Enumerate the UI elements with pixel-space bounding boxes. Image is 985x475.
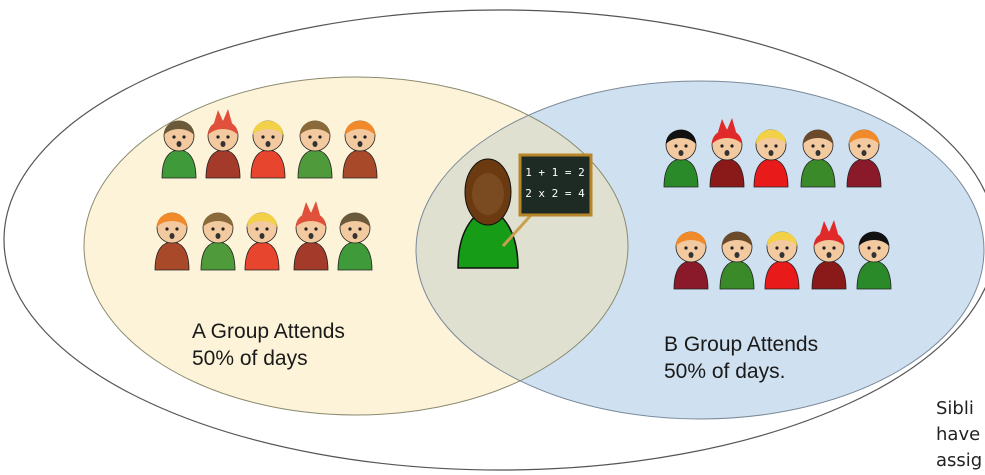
student-icon	[856, 231, 892, 290]
student-icon	[342, 120, 378, 179]
student-icon	[161, 120, 197, 179]
siblings-note: Sibli have assig	[936, 396, 982, 474]
teacher-icon	[457, 158, 534, 269]
student-icon	[673, 231, 709, 290]
student-icon	[293, 201, 329, 271]
student-icon	[250, 120, 286, 179]
group-b-label: B Group Attends 50% of days.	[664, 331, 818, 385]
chalkboard-line-1: 1 + 1 = 2	[525, 166, 585, 179]
student-icon	[205, 109, 241, 179]
group-a-label-line-2: 50% of days	[192, 347, 308, 370]
siblings-note-line-1: Sibli	[936, 398, 974, 419]
chalkboard-line-2: 2 x 2 = 4	[525, 187, 585, 200]
chalkboard-icon: 1 + 1 = 2 2 x 2 = 4	[518, 153, 593, 217]
student-icon	[663, 129, 699, 188]
group-b-students	[663, 118, 892, 290]
student-icon	[297, 120, 333, 179]
group-a-label-line-1: A Group Attends	[192, 320, 345, 343]
group-b-label-line-2: 50% of days.	[664, 360, 786, 383]
student-icon	[337, 212, 373, 271]
student-icon	[800, 129, 836, 188]
student-icon	[154, 212, 190, 271]
student-icon	[709, 118, 745, 188]
student-icon	[753, 129, 789, 188]
group-a-outline	[83, 76, 629, 416]
group-b-label-line-1: B Group Attends	[664, 333, 819, 356]
student-icon	[200, 212, 236, 271]
group-b-outline	[415, 80, 985, 420]
siblings-note-line-2: have	[936, 424, 981, 445]
student-icon	[811, 220, 847, 290]
student-icon	[764, 231, 800, 290]
group-a-label: A Group Attends 50% of days	[192, 318, 345, 372]
siblings-note-line-3: assig	[936, 450, 983, 471]
group-a-students	[154, 109, 378, 271]
student-icon	[719, 231, 755, 290]
student-icon	[244, 212, 280, 271]
student-icon	[846, 129, 882, 188]
